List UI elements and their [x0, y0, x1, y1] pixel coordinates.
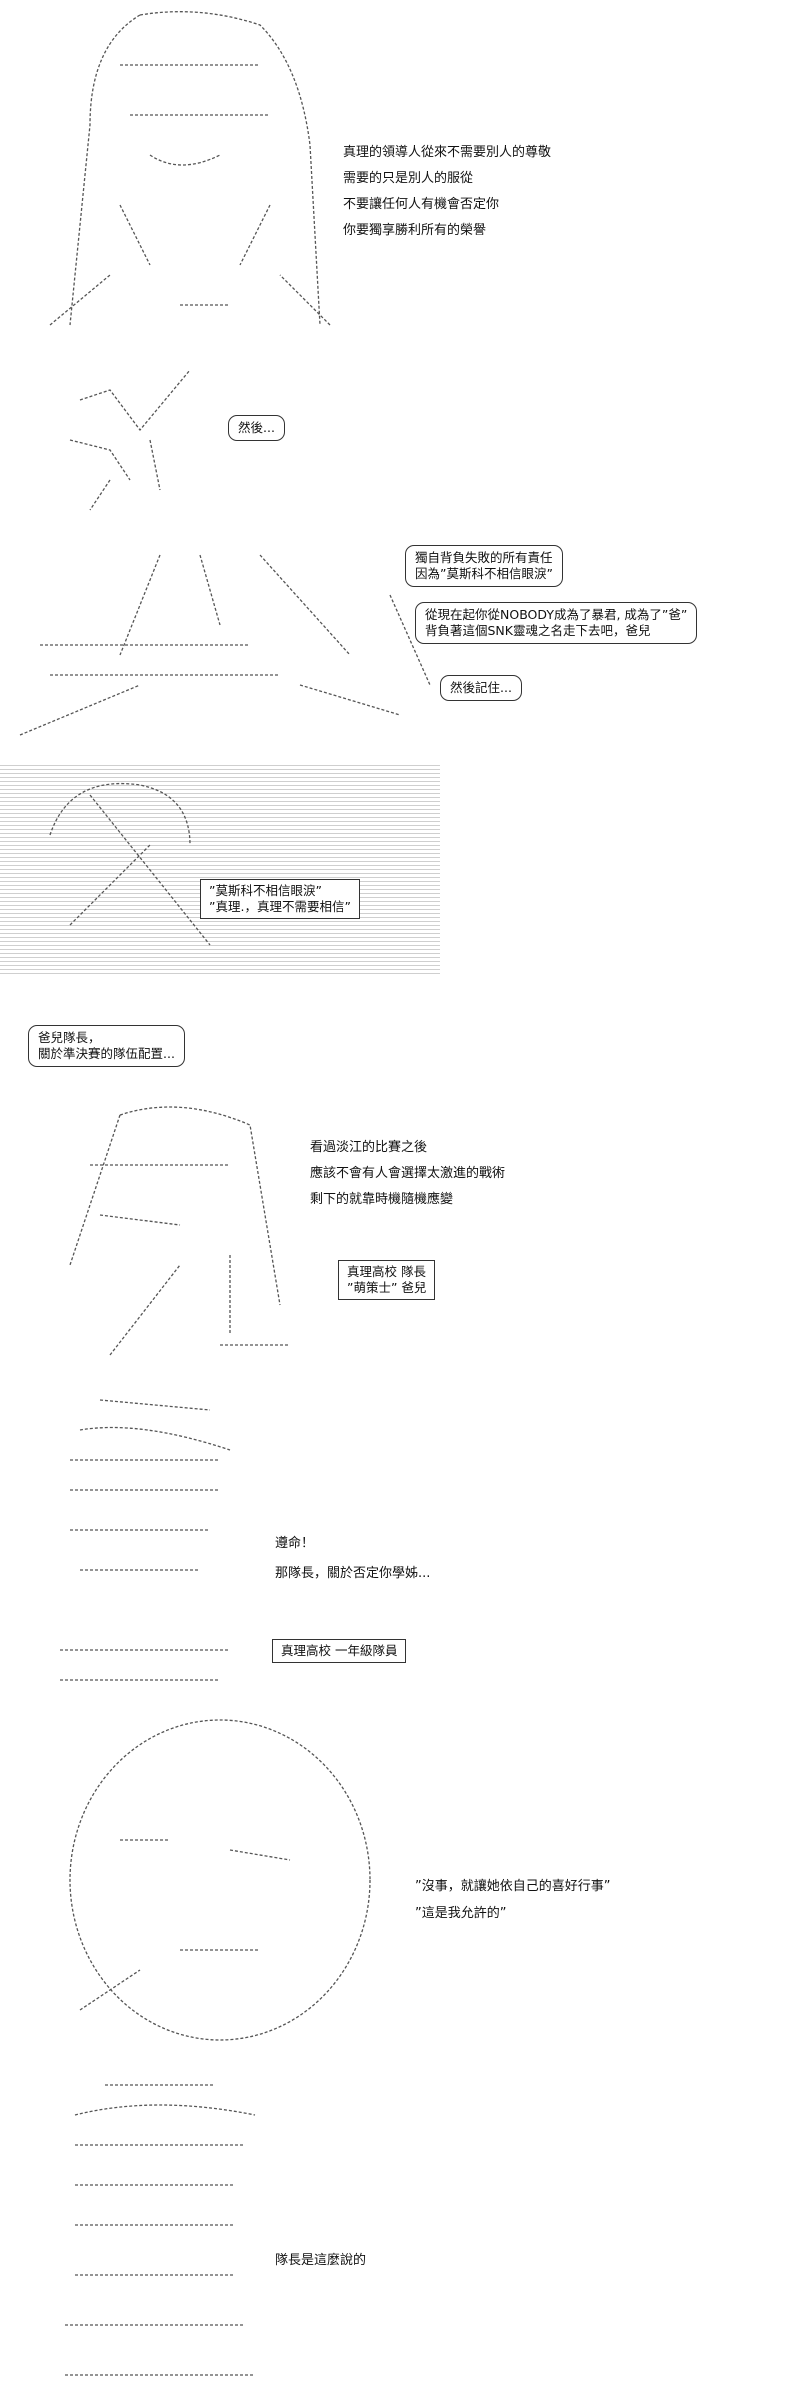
- narration-line: 那隊長，關於否定你學姊...: [275, 1566, 431, 1581]
- hand-art: [69, 369, 191, 511]
- character-art-3: [19, 554, 431, 736]
- character-art-6: [69, 1106, 290, 1356]
- speech-bubble: 然後...: [228, 415, 285, 441]
- character-art-7: [60, 1399, 231, 1681]
- speech-bubble: 然後記住...: [440, 675, 522, 701]
- panel-3: 獨自背負失敗的所有責任 因為”莫斯科不相信眼淚” 從現在起你從NOBODY成為了…: [0, 510, 800, 745]
- speech-bubble: 從現在起你從NOBODY成為了暴君, 成為了”爸” 背負著這個SNK靈魂之名走下…: [415, 602, 698, 644]
- caption-box: 真理高校 一年級隊員: [272, 1639, 407, 1663]
- narration-line: 真理的領導人從來不需要別人的尊敬: [343, 145, 552, 160]
- panel-4: ”莫斯科不相信眼淚” ”真理.，真理不需要相信”: [0, 745, 800, 1005]
- panel-8: ”沒事，就讓她依自己的喜好行事” ”這是我允許的”: [0, 1690, 800, 2055]
- narration-line: 需要的只是別人的服從: [343, 171, 474, 186]
- panel-5: 爸兒隊長， 關於準決賽的隊伍配置...: [0, 1005, 800, 1085]
- narration-line: 遵命！: [275, 1536, 315, 1551]
- character-art-9: [65, 2084, 256, 2376]
- character-art-1: [49, 11, 331, 326]
- caption-box: 真理高校 隊長 ”萌策士” 爸兒: [338, 1260, 436, 1300]
- narration-line: ”這是我允許的”: [415, 1906, 507, 1921]
- hammer-sickle-art: [49, 782, 211, 946]
- panel-9: 隊長是這麼說的: [0, 2055, 800, 2408]
- narration-line: 看過淡江的比賽之後: [310, 1140, 428, 1155]
- narration-line: 你要獨享勝利所有的榮譽: [343, 223, 487, 238]
- narration-line: 隊長是這麼說的: [275, 2253, 367, 2268]
- panel-2: 然後...: [0, 340, 800, 511]
- panel-6: 看過淡江的比賽之後 應該不會有人會選擇太激進的戰術 剩下的就靠時機隨機應變 真理…: [0, 1085, 800, 1365]
- striped-background: [0, 765, 440, 975]
- caption-box: ”莫斯科不相信眼淚” ”真理.，真理不需要相信”: [200, 879, 360, 919]
- speech-bubble: 爸兒隊長， 關於準決賽的隊伍配置...: [28, 1025, 185, 1067]
- speech-bubble: 獨自背負失敗的所有責任 因為”莫斯科不相信眼淚”: [405, 545, 563, 587]
- panel-7: 遵命！ 那隊長，關於否定你學姊... 真理高校 一年級隊員: [0, 1365, 800, 1690]
- panel-1: 真理的領導人從來不需要別人的尊敬 需要的只是別人的服從 不要讓任何人有機會否定你…: [0, 0, 800, 340]
- narration-line: 剩下的就靠時機隨機應變: [310, 1192, 454, 1207]
- narration-line: ”沒事，就讓她依自己的喜好行事”: [415, 1879, 611, 1894]
- narration-line: 應該不會有人會選擇太激進的戰術: [310, 1166, 506, 1181]
- narration-line: 不要讓任何人有機會否定你: [343, 197, 500, 212]
- character-art-8: [69, 1719, 371, 2041]
